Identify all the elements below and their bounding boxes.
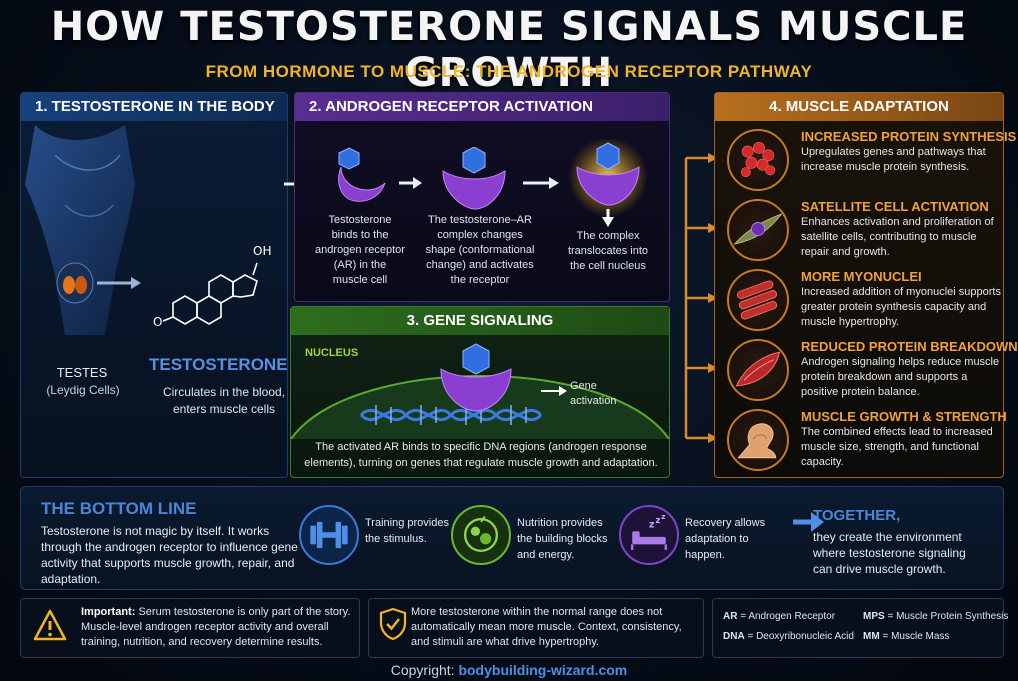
receptor-binding-icon [338,147,386,202]
gene-signaling-description: The activated AR binds to specific DNA r… [304,441,658,469]
activated-receptor-icon [568,139,648,227]
panel-heading: 1. TESTOSTERONE IN THE BODY [21,93,287,121]
adaptation-description: Increased addition of myonuclei supports… [801,286,1001,328]
bottom-line-title: THE BOTTOM LINE [41,499,197,518]
training-text: Training provides the stimulus. [365,517,449,545]
molecule-oh-label: OH [253,244,271,258]
important-note-text: Important: Serum testosterone is only pa… [81,605,361,650]
receptor-complex-icon [442,147,506,210]
muscle-fiber-icon [727,269,789,331]
satellite-cell-icon [727,199,789,261]
copyright-label: Copyright: [390,662,455,678]
arrow-right-icon [523,177,559,189]
bottom-line-panel: THE BOTTOM LINE Testosterone is not magi… [20,486,1004,590]
adaptation-item: MORE MYONUCLEI Increased addition of myo… [727,269,1001,339]
adaptation-item: SATELLITE CELL ACTIVATION Enhances activ… [727,199,1001,269]
testosterone-description: Circulates in the blood, enters muscle c… [162,385,286,416]
step-binding-description: Testosterone binds to the androgen recep… [315,214,405,286]
adaptation-item: REDUCED PROTEIN BREAKDOWN Androgen signa… [727,339,1018,409]
important-note-box: Important: Serum testosterone is only pa… [20,598,360,658]
molecule-o-label: O [153,315,162,329]
nucleus-dna-illustration [291,343,669,439]
step-conformation-description: The testosterone–AR complex changes shap… [425,214,535,286]
adaptation-description: Enhances activation and proliferation of… [801,216,994,258]
bracket-connector [684,153,718,443]
bottom-line-description: Testosterone is not magic by itself. It … [41,524,298,586]
training-item: Training provides the stimulus. [299,505,469,571]
gene-activation-label: Gene activation [570,380,617,407]
adaptation-description: Androgen signaling helps reduce muscle p… [801,356,1000,398]
flexed-arm-icon [727,409,789,471]
abbreviations-box: AR = Androgen Receptor MPS = Muscle Prot… [712,598,1008,658]
muscle-icon [727,339,789,401]
important-label: Important: [81,606,136,618]
panel-muscle-adaptation: 4. MUSCLE ADAPTATION INCREASED PROTEIN S… [714,92,1018,479]
arrow-right-icon [399,177,422,189]
warning-icon [33,609,67,641]
normal-range-note-box: More testosterone within the normal rang… [368,598,704,658]
body-silhouette-icon [25,125,141,335]
panel-heading: 2. ANDROGEN RECEPTOR ACTIVATION [295,93,669,121]
panel-heading: 3. GENE SIGNALING [291,307,669,335]
adaptation-item: MUSCLE GROWTH & STRENGTH The combined ef… [727,409,1007,479]
page-title: HOW TESTOSTERONE SIGNALS MUSCLE GROWTH [50,4,968,96]
normal-range-text: More testosterone within the normal rang… [411,606,682,648]
svg-text:z: z [649,520,654,531]
shield-check-icon [379,607,407,641]
leydig-cells-label: (Leydig Cells) [46,383,120,397]
adaptation-title: MUSCLE GROWTH & STRENGTH [801,409,1007,424]
adaptation-title: INCREASED PROTEIN SYNTHESIS [801,129,1017,144]
recovery-item: z z z Recovery allows adaptation to happ… [619,505,789,571]
testes-label: TESTES [56,365,108,380]
panel-gene-signaling: 3. GENE SIGNALING NUCLEUS Gene activatio… [290,306,670,478]
abbreviation-mps: MPS = Muscle Protein Synthesis [863,611,1009,622]
abbreviation-mm: MM = Muscle Mass [863,631,950,642]
svg-text:z: z [656,515,661,525]
step-translocation-description: The complex translocates into the cell n… [567,230,649,272]
sleep-bed-icon: z z z [619,505,679,565]
protein-cluster-icon [727,129,789,191]
adaptation-description: The combined effects lead to increased m… [801,426,993,468]
adaptation-description: Upregulates genes and pathways that incr… [801,146,986,173]
testosterone-molecule-icon: O OH [153,244,271,329]
panel-heading: 4. MUSCLE ADAPTATION [715,93,1003,121]
svg-text:z: z [661,512,665,521]
copyright-line: Copyright: bodybuilding-wizard.com [0,662,1018,678]
adaptation-item: INCREASED PROTEIN SYNTHESIS Upregulates … [727,129,1016,199]
adaptation-title: REDUCED PROTEIN BREAKDOWN [801,339,1018,354]
adaptation-title: MORE MYONUCLEI [801,269,922,284]
panel-receptor-activation: 2. ANDROGEN RECEPTOR ACTIVATION Testoste… [294,92,670,302]
nutrition-text: Nutrition provides the building blocks a… [517,517,608,561]
panel-testosterone-in-body: 1. TESTOSTERONE IN THE BODY TESTES (Leyd… [20,92,288,478]
adaptation-title: SATELLITE CELL ACTIVATION [801,199,989,214]
nutrition-item: Nutrition provides the building blocks a… [451,505,621,571]
dumbbell-icon [299,505,359,565]
nutrition-icon [451,505,511,565]
page-subtitle: FROM HORMONE TO MUSCLE: THE ANDROGEN REC… [205,62,813,81]
together-title: TOGETHER, [813,507,901,524]
arrow-right-icon [793,512,824,532]
abbreviation-dna: DNA = Deoxyribonucleic Acid [723,631,854,642]
copyright-site-link[interactable]: bodybuilding-wizard.com [458,662,628,678]
recovery-text: Recovery allows adaptation to happen. [685,517,766,561]
testosterone-label: TESTOSTERONE [149,355,288,374]
together-description: they create the environment where testos… [813,530,966,576]
important-body: Serum testosterone is only part of the s… [81,606,351,648]
abbreviation-ar: AR = Androgen Receptor [723,611,836,622]
nucleus-label: NUCLEUS [305,347,359,359]
